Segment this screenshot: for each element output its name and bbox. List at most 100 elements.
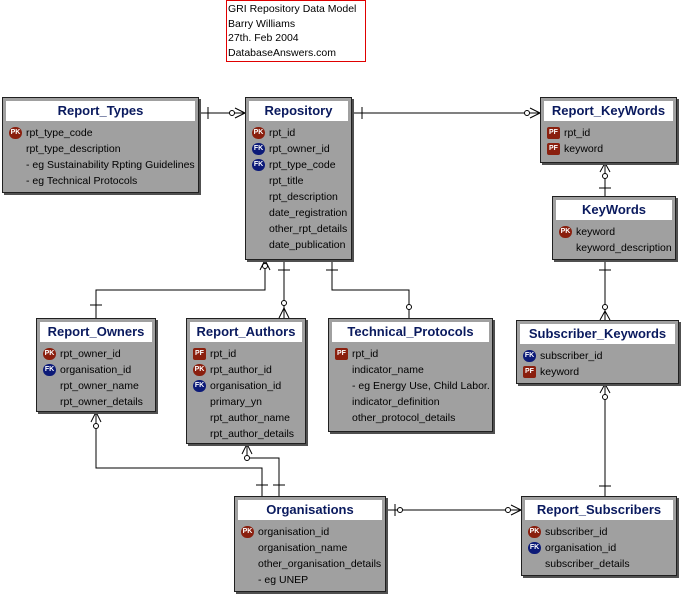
attribute-name: rpt_owner_name	[60, 380, 139, 392]
pk-key-icon: PK	[559, 226, 572, 238]
attribute-name: rpt_id	[352, 348, 379, 360]
attribute-row: rpt_type_description	[9, 141, 196, 157]
attribute-name: keyword	[564, 143, 604, 155]
attribute-row: date_registration	[252, 205, 349, 221]
attribute-name: organisation_name	[258, 542, 348, 554]
attribute-row: - eg UNEP	[241, 572, 383, 588]
attribute-name: - eg Sustainability Rpting Guidelines	[26, 159, 195, 171]
attribute-row: date_publication	[252, 237, 349, 253]
pf-key-icon: PF	[547, 127, 560, 139]
entity-title: Report_Subscribers	[525, 500, 673, 520]
pk-key-icon: PK	[43, 348, 56, 360]
entity-technical-protocols[interactable]: Technical_Protocols PF rpt_id indicator_na…	[328, 318, 493, 432]
attribute-row: rpt_title	[252, 173, 349, 189]
attribute-name: keyword	[576, 226, 616, 238]
attribute-name: date_registration	[269, 207, 348, 219]
attribute-row: PF keyword	[547, 141, 674, 157]
entity-title: Repository	[249, 101, 348, 121]
title-line-4: DatabaseAnswers.com	[228, 46, 336, 59]
attribute-name: keyword	[540, 366, 580, 378]
attribute-list: PK keyword keyword_description	[559, 224, 673, 256]
entity-title: Report_Types	[6, 101, 195, 121]
pk-key-icon: PK	[241, 526, 254, 538]
attribute-name: - eg Energy Use, Child Labor.	[352, 380, 490, 392]
attribute-name: rpt_description	[269, 191, 338, 203]
attribute-name: rpt_id	[269, 127, 296, 139]
entity-title: Technical_Protocols	[332, 322, 489, 342]
attribute-row: other_rpt_details	[252, 221, 349, 237]
attribute-row: FK organisation_id	[528, 540, 674, 556]
pk-key-icon: PK	[252, 127, 265, 139]
entity-title: Subscriber_Keywords	[520, 324, 675, 344]
attribute-list: PK rpt_type_code rpt_type_description - eg …	[9, 125, 196, 189]
attribute-name: organisation_id	[60, 364, 132, 376]
pf-key-icon: PF	[523, 366, 536, 378]
entity-keywords[interactable]: KeyWords PK keyword keyword_description	[552, 196, 676, 260]
entity-report-types[interactable]: Report_Types PK rpt_type_code rpt_type_des…	[2, 97, 199, 193]
attribute-name: subscriber_id	[540, 350, 603, 362]
attribute-name: date_publication	[269, 239, 346, 251]
attribute-name: subscriber_details	[545, 558, 630, 570]
attribute-row: PK rpt_type_code	[9, 125, 196, 141]
attribute-name: rpt_title	[269, 175, 304, 187]
pk-key-icon: PK	[9, 127, 22, 139]
attribute-row: FK organisation_id	[43, 362, 153, 378]
pf-key-icon: PF	[547, 143, 560, 155]
attribute-row: other_organisation_details	[241, 556, 383, 572]
attribute-name: organisation_id	[545, 542, 617, 554]
attribute-row: rpt_owner_details	[43, 394, 153, 410]
attribute-list: PK organisation_id organisation_name other_…	[241, 524, 383, 588]
attribute-row: - eg Technical Protocols	[9, 173, 196, 189]
attribute-name: other_rpt_details	[269, 223, 348, 235]
attribute-name: indicator_name	[352, 364, 424, 376]
fk-key-icon: FK	[252, 143, 265, 155]
attribute-name: rpt_owner_id	[269, 143, 330, 155]
attribute-row: keyword_description	[559, 240, 673, 256]
entity-title: KeyWords	[556, 200, 672, 220]
attribute-row: primary_yn	[193, 394, 303, 410]
pf-key-icon: PF	[335, 348, 348, 360]
entity-organisations[interactable]: Organisations PK organisation_id organisat…	[234, 496, 386, 592]
pk-key-icon: PK	[528, 526, 541, 538]
attribute-name: rpt_type_code	[269, 159, 336, 171]
fk-key-icon: FK	[528, 542, 541, 554]
fk-key-icon: FK	[193, 380, 206, 392]
attribute-name: rpt_type_code	[26, 127, 93, 139]
attribute-row: indicator_definition	[335, 394, 490, 410]
attribute-row: FK rpt_owner_id	[252, 141, 349, 157]
attribute-row: subscriber_details	[528, 556, 674, 572]
attribute-name: rpt_author_name	[210, 412, 290, 424]
attribute-list: PF rpt_id indicator_name - eg Energy Use, C…	[335, 346, 490, 426]
attribute-name: keyword_description	[576, 242, 672, 254]
attribute-row: indicator_name	[335, 362, 490, 378]
attribute-row: rpt_author_name	[193, 410, 303, 426]
attribute-name: organisation_id	[258, 526, 330, 538]
attribute-name: indicator_definition	[352, 396, 440, 408]
attribute-row: rpt_author_details	[193, 426, 303, 442]
attribute-name: rpt_author_id	[210, 364, 272, 376]
title-line-1: GRI Repository Data Model	[228, 3, 357, 15]
attribute-row: PF rpt_id	[335, 346, 490, 362]
attribute-row: - eg Sustainability Rpting Guidelines	[9, 157, 196, 173]
attribute-row: PK keyword	[559, 224, 673, 240]
attribute-name: rpt_id	[564, 127, 591, 139]
attribute-row: PF keyword	[523, 364, 676, 380]
fk-key-icon: FK	[43, 364, 56, 376]
attribute-row: PK organisation_id	[241, 524, 383, 540]
entity-title: Organisations	[238, 500, 382, 520]
